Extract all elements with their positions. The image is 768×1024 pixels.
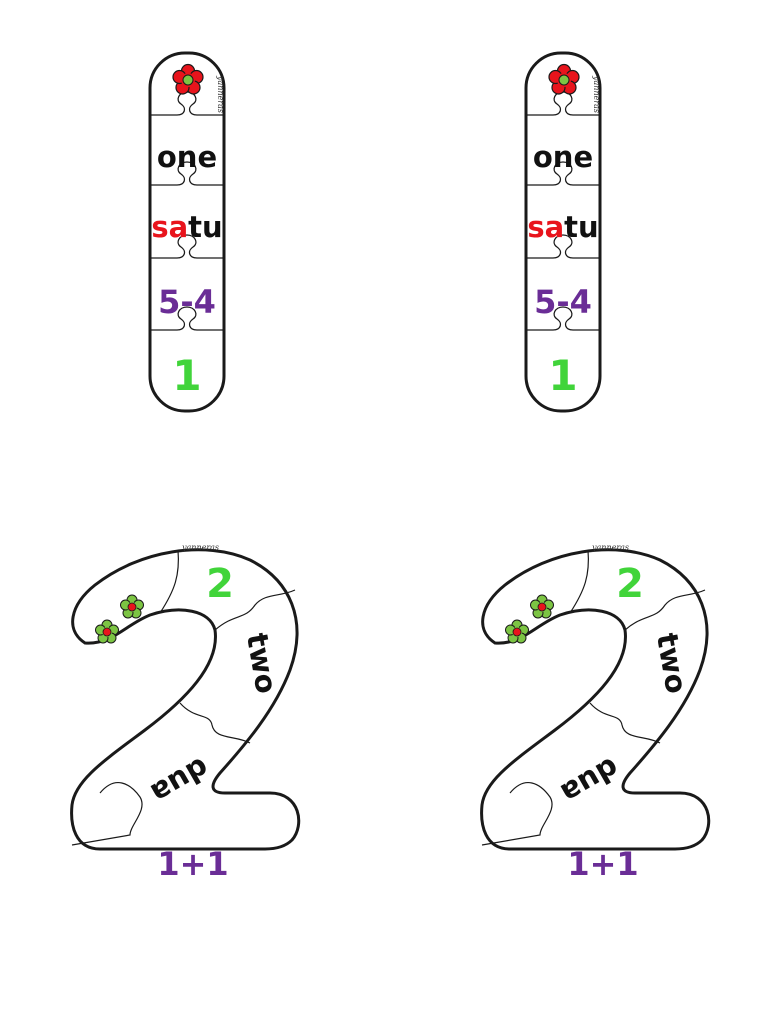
digit-one: 1	[172, 351, 201, 400]
red-flower-icon	[548, 63, 580, 95]
green-flower-icon	[505, 619, 529, 644]
puzzle-cut	[624, 589, 706, 631]
puzzle-cut	[569, 549, 590, 614]
number-one-puzzle-left: yanneras one satu 5-4 1	[130, 40, 250, 429]
green-flower-icon	[95, 619, 119, 644]
puzzle-cut	[589, 702, 661, 744]
green-flower-icon	[120, 594, 144, 619]
number-one-puzzle-right-svg: yanneras one satu 5-4 1	[524, 51, 602, 413]
puzzle-cut	[214, 589, 296, 631]
word-malay: satu	[527, 210, 598, 244]
green-flower-icon	[530, 594, 554, 619]
number-two-puzzle-left-svg: yanneras 2 two dua 1+1	[70, 543, 301, 883]
signature: yanneras	[181, 543, 219, 552]
number-one-puzzle-left-svg: yanneras one satu 5-4 1	[148, 51, 226, 413]
puzzle-cut	[71, 782, 143, 846]
red-flower-icon	[172, 63, 204, 95]
subtraction-equation: 5-4	[158, 283, 216, 321]
number-one-puzzle-right: yanneras one satu 5-4 1	[506, 40, 626, 429]
word-malay-rest: tu	[564, 210, 599, 244]
number-two-puzzle-left: yanneras 2 two dua 1+1	[60, 535, 320, 919]
puzzle-cut	[481, 782, 553, 846]
digit-two: 2	[206, 561, 234, 607]
puzzle-two-outline	[480, 548, 711, 851]
word-malay-rest: tu	[188, 210, 223, 244]
puzzle-cut	[151, 161, 223, 186]
addition-equation: 1+1	[567, 845, 638, 883]
puzzle-cut	[527, 161, 599, 186]
puzzle-cut	[151, 234, 223, 259]
puzzle-cut	[151, 306, 223, 331]
signature: yanneras	[591, 543, 629, 552]
word-malay-highlight: sa	[527, 210, 564, 244]
puzzle-cut	[527, 234, 599, 259]
puzzle-two-outline	[70, 548, 301, 851]
word-english: one	[533, 140, 593, 174]
word-english: one	[157, 140, 217, 174]
signature: yanneras	[216, 75, 225, 113]
number-two-puzzle-right-svg: yanneras 2 two dua 1+1	[480, 543, 711, 883]
word-malay-highlight: sa	[151, 210, 188, 244]
addition-equation: 1+1	[157, 845, 228, 883]
digit-one: 1	[548, 351, 577, 400]
puzzle-cut	[527, 306, 599, 331]
digit-two: 2	[616, 561, 644, 607]
number-two-puzzle-right: yanneras 2 two dua 1+1	[470, 535, 730, 919]
puzzle-strip-outline	[148, 51, 226, 413]
puzzle-cut	[159, 549, 180, 614]
subtraction-equation: 5-4	[534, 283, 592, 321]
puzzle-cut	[179, 702, 251, 744]
signature: yanneras	[592, 75, 601, 113]
word-malay: satu	[151, 210, 222, 244]
puzzle-strip-outline	[524, 51, 602, 413]
